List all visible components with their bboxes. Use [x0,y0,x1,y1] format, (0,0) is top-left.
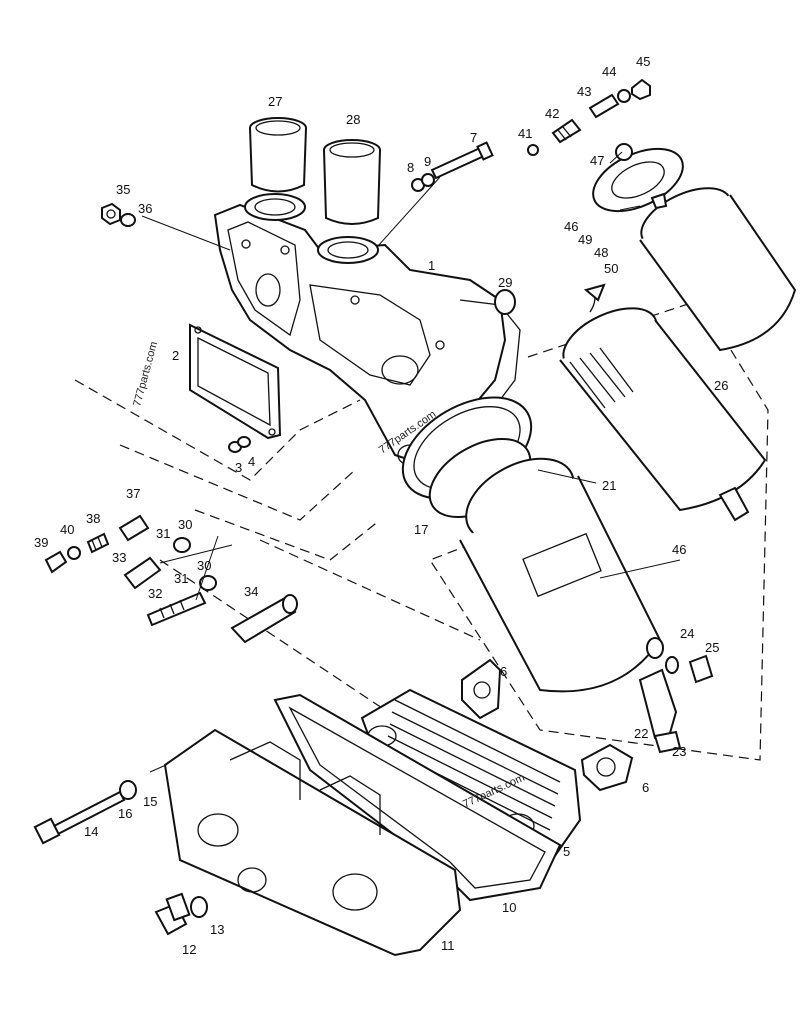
callout-labels: 1 2 3 4 5 6 6 7 8 9 10 11 12 13 14 15 16… [34,54,728,957]
callout-22: 22 [634,726,648,741]
callout-37: 37 [126,486,140,501]
callout-26: 26 [714,378,728,393]
watermark-left: 777parts.com [131,340,160,407]
callout-48: 48 [594,245,608,260]
callout-11: 11 [441,938,455,953]
callout-2: 2 [172,348,179,363]
callout-38: 38 [86,511,100,526]
callout-50: 50 [604,261,618,276]
washer-36 [120,213,136,227]
washer-24-bolt-25 [665,654,714,684]
gasket-10 [273,693,562,902]
callout-7: 7 [470,130,477,145]
callout-42: 42 [545,106,559,121]
washers-8-9 [411,173,435,192]
callout-44: 44 [602,64,616,79]
callout-43: 43 [577,84,591,99]
oil-filter-21 [459,457,664,693]
nut-35 [101,202,121,226]
relief-valve-parts [527,78,651,156]
callout-10: 10 [502,900,516,915]
callout-5: 5 [563,844,570,859]
callout-17: 17 [414,522,428,537]
callout-39: 39 [34,535,48,550]
o-ring-29 [494,289,516,315]
callout-4: 4 [248,454,255,469]
sleeve-27 [244,117,307,221]
callout-30-lower: 30 [197,558,211,573]
callout-6-upper: 6 [500,664,507,679]
screw-3-washer-4 [228,436,251,453]
callout-46-filter: 46 [672,542,686,557]
plug-37-to-40 [44,514,150,574]
cover-plate-2 [189,323,282,440]
callout-23: 23 [672,744,686,759]
callout-47: 47 [590,153,604,168]
callout-21: 21 [602,478,616,493]
gasket-6-lower [580,743,634,792]
callout-1: 1 [428,258,435,273]
callout-8: 8 [407,160,414,175]
gasket-6-upper [461,658,502,720]
callout-49: 49 [578,232,592,247]
plug-12-washer-13 [154,892,208,936]
bolt-14-washer-16 [33,780,137,845]
callout-33: 33 [112,550,126,565]
callout-13: 13 [210,922,224,937]
seal-plate-46-49 [592,143,684,213]
callout-46-upper: 46 [564,219,578,234]
callout-6-lower: 6 [642,780,649,795]
callout-31-upper: 31 [156,526,170,541]
cooler-cover-11 [163,728,462,957]
callout-36: 36 [138,201,152,216]
callout-3: 3 [235,460,242,475]
callout-14: 14 [84,824,98,839]
sleeve-28 [317,139,381,264]
callout-28: 28 [346,112,360,127]
parts-30-to-34 [123,537,298,644]
callout-45: 45 [636,54,650,69]
callout-9: 9 [424,154,431,169]
callout-27: 27 [268,94,282,109]
leader-lines [141,151,681,773]
callout-15: 15 [143,794,157,809]
callout-29: 29 [498,275,512,290]
callout-34: 34 [244,584,258,599]
callout-31-lower: 31 [174,571,188,586]
callout-25: 25 [705,640,719,655]
fitting-22-23 [638,668,682,754]
bolt-7 [430,141,494,180]
callout-12: 12 [182,942,196,957]
callout-16: 16 [118,806,132,821]
callout-41: 41 [518,126,532,141]
filter-element-26 [559,283,767,522]
callout-40: 40 [60,522,74,537]
callout-35: 35 [116,182,130,197]
callout-24: 24 [680,626,694,641]
callout-30-upper: 30 [178,517,192,532]
callout-32: 32 [148,586,162,601]
